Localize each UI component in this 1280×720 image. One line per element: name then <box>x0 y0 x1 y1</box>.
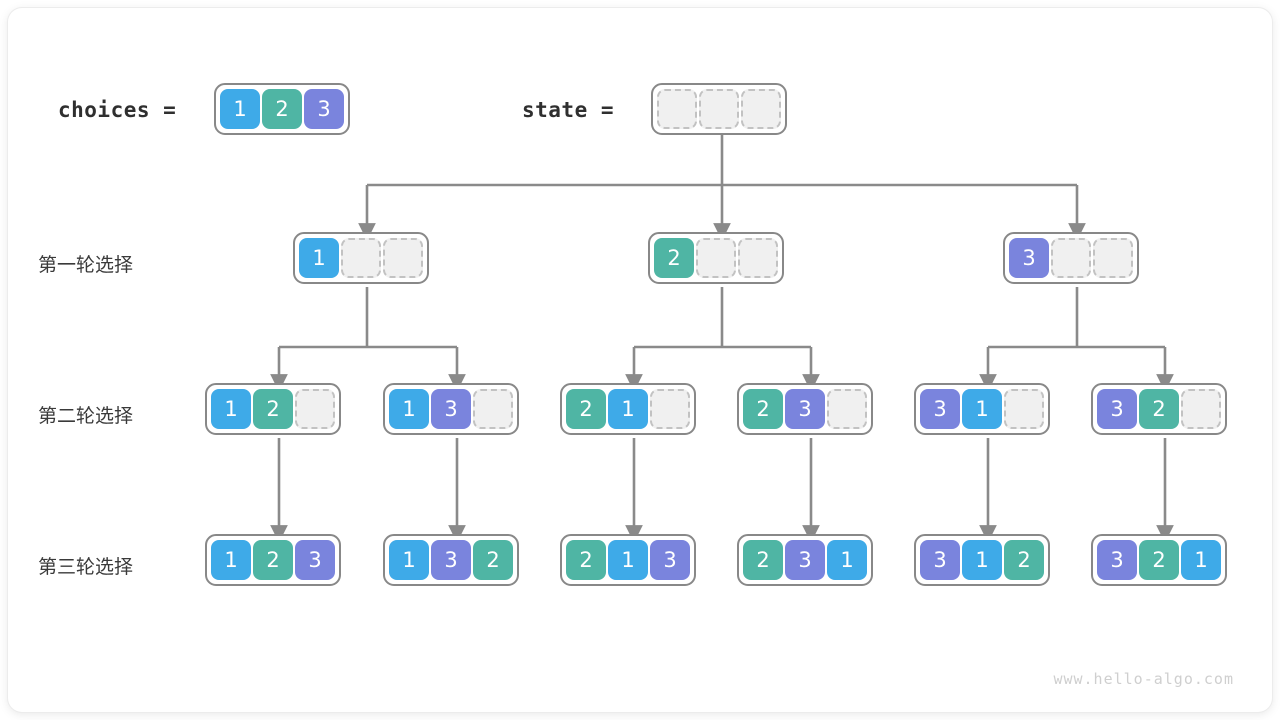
cell-value-2: 2 <box>1139 389 1179 429</box>
cell-empty <box>1051 238 1091 278</box>
cell-empty <box>1004 389 1044 429</box>
cell-value-3: 3 <box>1009 238 1049 278</box>
cell-value-2: 2 <box>743 540 783 580</box>
cell-value-3: 3 <box>785 389 825 429</box>
cell-value-1: 1 <box>389 540 429 580</box>
cell-empty <box>699 89 739 129</box>
state-node-round-1-1: 1 <box>293 232 429 284</box>
cell-value-1: 1 <box>299 238 339 278</box>
row-label-round-2: 第二轮选择 <box>38 405 134 427</box>
cell-value-2: 2 <box>566 540 606 580</box>
cell-value-2: 2 <box>253 540 293 580</box>
cell-value-3: 3 <box>304 89 344 129</box>
cell-value-3: 3 <box>431 389 471 429</box>
cell-value-2: 2 <box>1139 540 1179 580</box>
cell-empty <box>341 238 381 278</box>
card-frame <box>8 8 1272 712</box>
cell-value-1: 1 <box>1181 540 1221 580</box>
cell-empty <box>295 389 335 429</box>
cell-value-2: 2 <box>473 540 513 580</box>
cell-value-2: 2 <box>654 238 694 278</box>
choices-label: choices = <box>58 98 177 122</box>
cell-value-2: 2 <box>566 389 606 429</box>
cell-value-1: 1 <box>220 89 260 129</box>
cell-value-2: 2 <box>262 89 302 129</box>
cell-empty <box>738 238 778 278</box>
cell-value-1: 1 <box>962 389 1002 429</box>
cell-value-3: 3 <box>920 540 960 580</box>
cell-empty <box>696 238 736 278</box>
cell-value-3: 3 <box>1097 389 1137 429</box>
cell-empty <box>383 238 423 278</box>
cell-value-3: 3 <box>295 540 335 580</box>
cell-value-3: 3 <box>1097 540 1137 580</box>
state-node-round-1-3: 3 <box>1003 232 1139 284</box>
row-label-round-3: 第三轮选择 <box>38 556 134 578</box>
state-label: state = <box>522 98 615 122</box>
cell-value-1: 1 <box>211 540 251 580</box>
cell-empty <box>650 389 690 429</box>
cell-empty <box>827 389 867 429</box>
cell-value-1: 1 <box>827 540 867 580</box>
cell-empty <box>473 389 513 429</box>
watermark: www.hello-algo.com <box>1053 670 1234 688</box>
cell-value-1: 1 <box>962 540 1002 580</box>
cell-empty <box>1181 389 1221 429</box>
cell-value-2: 2 <box>743 389 783 429</box>
cell-value-3: 3 <box>785 540 825 580</box>
cell-value-2: 2 <box>253 389 293 429</box>
cell-value-2: 2 <box>1004 540 1044 580</box>
state-array <box>651 83 787 135</box>
cell-empty <box>657 89 697 129</box>
cell-empty <box>741 89 781 129</box>
state-node-round-1-2: 2 <box>648 232 784 284</box>
cell-value-3: 3 <box>920 389 960 429</box>
cell-value-1: 1 <box>389 389 429 429</box>
cell-value-1: 1 <box>608 540 648 580</box>
row-label-round-1: 第一轮选择 <box>38 254 134 276</box>
cell-value-1: 1 <box>608 389 648 429</box>
cell-value-3: 3 <box>431 540 471 580</box>
cell-value-1: 1 <box>211 389 251 429</box>
cell-value-3: 3 <box>650 540 690 580</box>
cell-empty <box>1093 238 1133 278</box>
